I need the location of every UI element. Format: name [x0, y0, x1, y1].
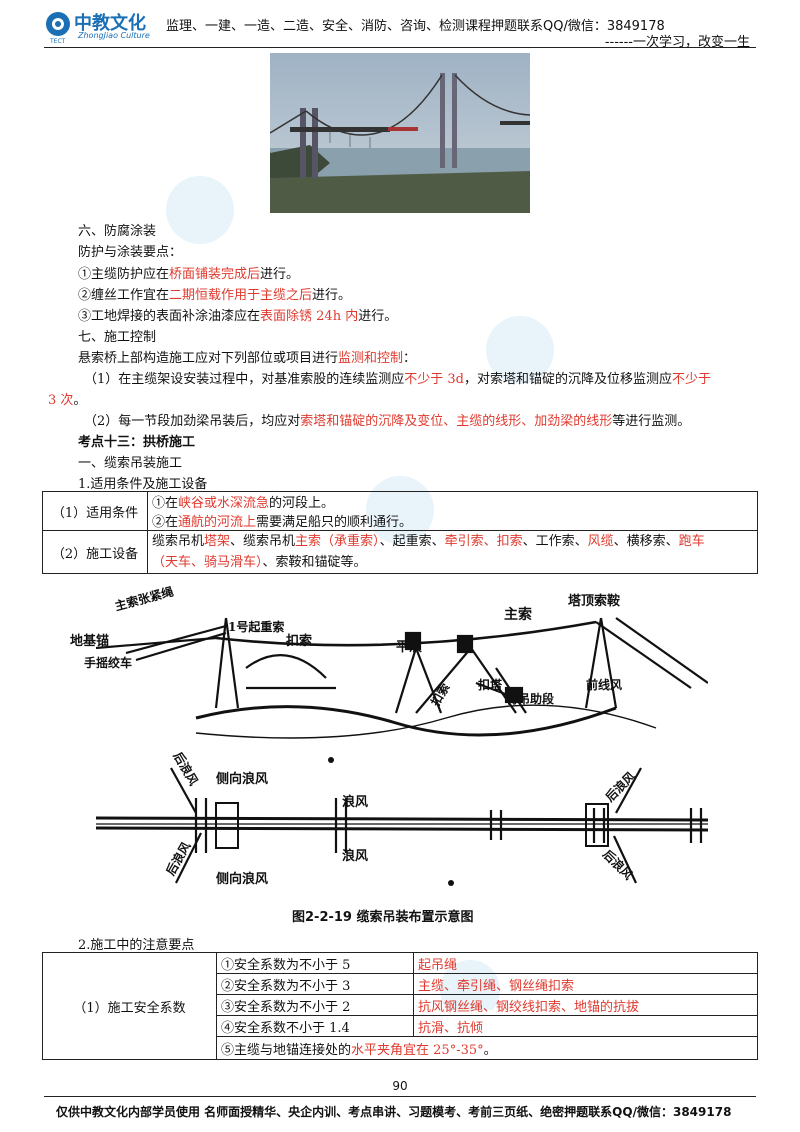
section7-item2: （2）每一节段加劲梁吊装后，均应对索塔和锚碇的沉降及变位、主缆的线形、加劲梁的线… [84, 414, 691, 429]
item-cell: 抗滑、抗倾 [413, 1015, 758, 1037]
section6-item3: ③工地焊接的表面补涂油漆应在表面除锈 24h 内进行。 [78, 309, 398, 324]
label-anchor: 地基锚 [70, 634, 110, 649]
kp13-title: 考点十三：拱桥施工 [78, 435, 196, 450]
page-number: 90 [392, 1079, 408, 1093]
footer-rule [44, 1096, 756, 1097]
bridge-photo [269, 53, 531, 213]
table-row: ③安全系数为不小于 2 抗风钢丝绳、钢绞线扣索、地锚的抗拔 [43, 994, 758, 1016]
label-flat-wind: 平浪 [396, 640, 423, 655]
row2-equipment: 缆索吊机塔架、缆索吊机主索（承重索）、起重索、牵引索、扣索、工作索、风缆、横移索… [147, 530, 758, 574]
table-row: （1）适用条件 ①在峡谷或水深流急的河段上。 [42, 491, 758, 531]
item-cell: 主缆、牵引绳、钢丝绳扣索 [413, 973, 758, 995]
row1-cond2: ②在通航的河流上需要满足船只的顺利通行。 [147, 511, 758, 531]
angle-cell: ⑤主缆与地锚连接处的水平夹角宜在 25°-35°。 [216, 1036, 758, 1060]
row1-cond1: ①在峡谷或水深流急的河段上。 [147, 491, 758, 511]
label-side-wind-top: 侧向浪风 [216, 772, 269, 787]
header-courses: 监理、一建、一造、二造、安全、消防、咨询、检测课程押题联系QQ/微信：38491… [166, 19, 665, 34]
cond-cell: ③安全系数为不小于 2 [216, 994, 414, 1016]
table-row: （2）施工设备 缆索吊机塔架、缆索吊机主索（承重索）、起重索、牵引索、扣索、工作… [42, 530, 758, 574]
header-logo: 中教文化 ZhongJiao Culture TECT [44, 6, 164, 46]
row2-label: （2）施工设备 [42, 530, 148, 574]
section6-item1: ①主缆防护应在桥面铺装完成后进行。 [78, 267, 300, 282]
label-wind-bot: 浪风 [342, 849, 369, 864]
section7-item1: （1）在主缆架设安装过程中，对基准索股的连续监测应不少于 3d，对索塔和锚碇的沉… [84, 372, 712, 387]
table-safety-factors: （1）施工安全系数 ①安全系数为不小于 5 起吊绳 ②安全系数为不小于 3 主缆… [42, 952, 758, 1060]
section6-subtitle: 防护与涂装要点： [78, 245, 183, 260]
label-side-wind-bot: 侧向浪风 [216, 872, 269, 887]
table-row: （1）施工安全系数 ①安全系数为不小于 5 起吊绳 [42, 952, 758, 1060]
logo-title: 中教文化 [74, 13, 146, 34]
section6-title: 六、防腐涂装 [78, 224, 157, 239]
kp13-sub1: 一、缆索吊装施工 [78, 456, 183, 471]
safety-label: （1）施工安全系数 [42, 952, 217, 1060]
table-row: ②安全系数为不小于 3 主缆、牵引绳、钢丝绳扣索 [43, 973, 758, 995]
label-buckle: 扣索 [286, 634, 313, 649]
section7-intro: 悬索桥上部构造施工应对下列部位或项目进行监测和控制： [78, 351, 417, 366]
cond-cell: ①安全系数为不小于 5 [216, 952, 414, 974]
label-tower-buckle: 扣塔 [478, 678, 503, 692]
section7-title: 七、施工控制 [78, 330, 157, 345]
cable-hoisting-figure: 主索张紧绳 地基锚 手摇绞车 1号起重索 扣索 平浪 主索 塔顶索鞍 扣塔 待吊… [70, 584, 708, 928]
section7-item1-cont: 3 次。 [48, 393, 87, 408]
footer-text: 仅供中教文化内部学员使用 名师面授精华、央企内训、考点串讲、习题模考、考前三页纸… [56, 1105, 732, 1119]
row1-label: （1）适用条件 [42, 491, 148, 531]
label-front-rope: 前线风 [586, 678, 623, 692]
label-winch: 手摇绞车 [84, 656, 133, 670]
header-rule [44, 47, 756, 48]
header-motto: ------一次学习，改变一生 [604, 35, 750, 50]
figure-caption: 图2-2-19 缆索吊装布置示意图 [292, 910, 474, 925]
label-lift-rope: 1号起重索 [228, 620, 285, 634]
table-row: ④安全系数不小于 1.4 抗滑、抗倾 [43, 1015, 758, 1037]
table-conditions-equipment: （1）适用条件 ①在峡谷或水深流急的河段上。 ②在通航的河流上需要满足船只的顺利… [42, 491, 758, 574]
item-cell: 起吊绳 [413, 952, 758, 974]
label-main-rope: 主索 [504, 607, 532, 623]
kp13-sub2: 1.适用条件及施工设备 [78, 477, 208, 492]
cond-cell: ②安全系数为不小于 3 [216, 973, 414, 995]
label-wait-rope: 待吊助段 [506, 692, 555, 706]
sec2-title: 2.施工中的注意要点 [78, 938, 195, 953]
label-wind-top: 浪风 [342, 795, 369, 810]
cond-cell: ④安全系数不小于 1.4 [216, 1015, 414, 1037]
item-cell: 抗风钢丝绳、钢绞线扣索、地锚的抗拔 [413, 994, 758, 1016]
logo-badge: TECT [50, 38, 66, 45]
logo-subtitle: ZhongJiao Culture [78, 31, 150, 40]
section6-item2: ②缠丝工作宜在二期恒载作用于主缆之后进行。 [78, 288, 352, 303]
table-row: ⑤主缆与地锚连接处的水平夹角宜在 25°-35°。 [43, 1036, 758, 1060]
label-tower-saddle: 塔顶索鞍 [568, 594, 621, 609]
table-row: ②在通航的河流上需要满足船只的顺利通行。 [43, 511, 758, 531]
